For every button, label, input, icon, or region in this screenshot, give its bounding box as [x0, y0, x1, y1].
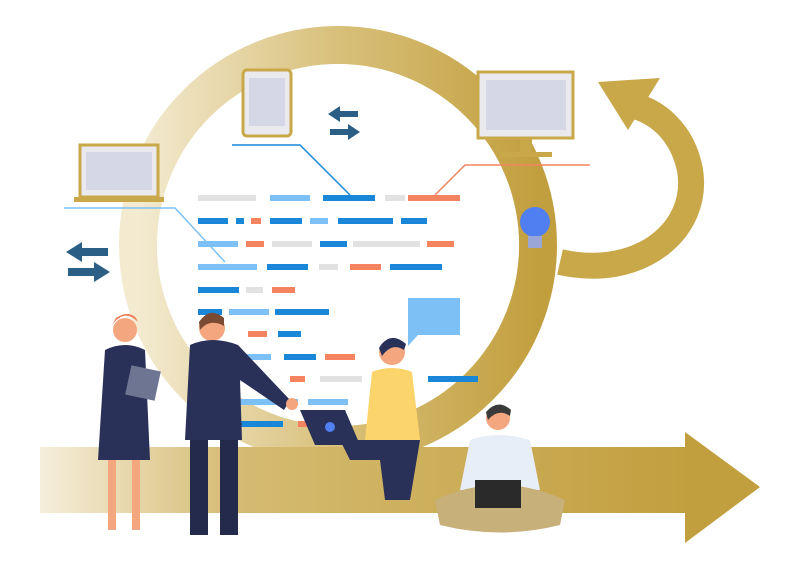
lightbulb-icon: [520, 207, 550, 248]
code-bar: [238, 421, 283, 427]
man-sitting: [435, 404, 565, 533]
timeline-arrow-head-icon: [685, 432, 760, 543]
code-bar: [428, 376, 478, 382]
woman-with-tablet: [98, 314, 161, 530]
code-bar: [310, 218, 328, 224]
code-bar: [320, 241, 347, 247]
code-bar: [270, 218, 302, 224]
code-bar: [270, 195, 310, 201]
code-bar: [278, 331, 301, 337]
curved-arrow: [557, 92, 705, 279]
laptop-icon: [74, 143, 164, 202]
code-bar: [390, 264, 442, 270]
code-bar: [236, 218, 244, 224]
code-bar: [272, 287, 295, 293]
code-bar: [198, 309, 222, 315]
speech-bubble-icon: [408, 298, 460, 346]
code-bar: [251, 218, 261, 224]
code-bar: [408, 195, 460, 201]
code-bar: [319, 264, 338, 270]
code-bar: [198, 241, 238, 247]
code-bar: [198, 287, 239, 293]
code-bar: [385, 195, 405, 201]
code-bar: [248, 331, 267, 337]
code-bar: [238, 399, 298, 405]
exchange-arrows-icon: [66, 106, 360, 282]
code-bar: [308, 399, 348, 405]
code-bar: [272, 241, 312, 247]
code-bar: [284, 354, 316, 360]
code-bar: [198, 218, 228, 224]
code-bar: [198, 264, 257, 270]
code-bar: [275, 309, 329, 315]
code-bar: [323, 195, 375, 201]
code-bar: [401, 218, 427, 224]
code-bar: [353, 241, 420, 247]
monitor-icon: [476, 70, 575, 157]
man-with-laptop: [300, 337, 420, 500]
code-bar: [427, 241, 454, 247]
code-bar: [267, 264, 308, 270]
code-bar: [246, 287, 263, 293]
curved-arrow-head-icon: [598, 78, 660, 130]
code-bar: [350, 264, 381, 270]
code-bar: [338, 218, 393, 224]
tablet-icon: [241, 68, 293, 138]
code-bar: [290, 376, 305, 382]
code-bar: [229, 309, 269, 315]
code-bar: [325, 354, 355, 360]
man-standing: [185, 312, 298, 535]
code-bar: [246, 241, 264, 247]
code-bar: [238, 354, 271, 360]
code-bar: [320, 376, 362, 382]
code-bar: [198, 195, 256, 201]
